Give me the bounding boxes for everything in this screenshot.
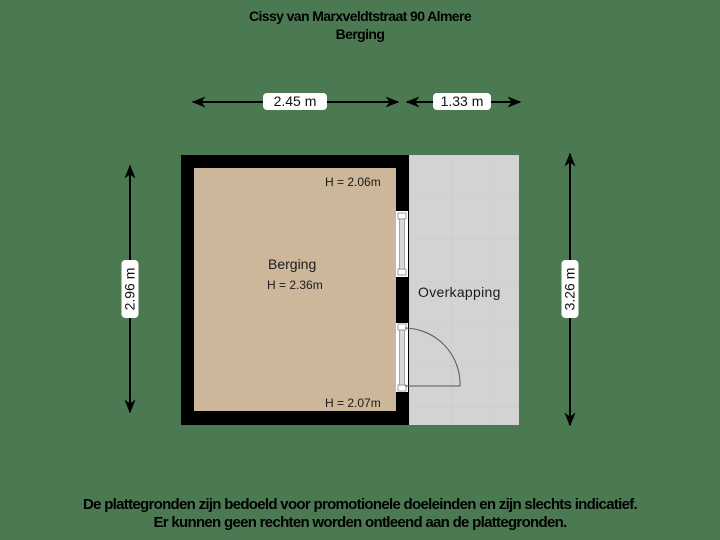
berging-floor [194, 168, 396, 411]
overkapping-room-name: Overkapping [418, 284, 501, 300]
dim-label-top-right: 1.33 m [433, 93, 491, 110]
floor-title: Berging [335, 26, 385, 42]
disclaimer-line-1: De plattegronden zijn bedoeld voor promo… [82, 496, 638, 513]
berging-height-center: H = 2.36m [267, 278, 323, 292]
address-title: Cissy van Marxveldtstraat 90 Almere [248, 8, 472, 24]
berging-height-top: H = 2.06m [325, 175, 381, 189]
disclaimer-line-2: Er kunnen geen rechten worden ontleend a… [153, 514, 567, 531]
berging-room-name: Berging [268, 256, 317, 272]
overkapping-area [408, 155, 519, 425]
dim-label-left: 2.96 m [121, 260, 139, 318]
berging-height-bottom: H = 2.07m [325, 396, 381, 410]
dim-label-right: 3.26 m [561, 260, 579, 318]
door-icon [396, 323, 461, 392]
window-icon [396, 211, 408, 277]
dim-label-top-left: 2.45 m [263, 93, 327, 110]
